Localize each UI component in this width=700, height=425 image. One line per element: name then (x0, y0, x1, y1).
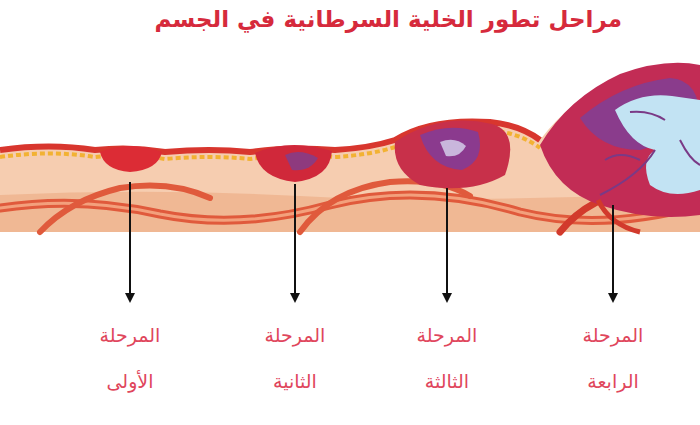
stage-label: المرحلة الثانية (247, 312, 343, 404)
stage-label: المرحلة الرابعة (565, 312, 661, 404)
stage-label: المرحلة الثالثة (399, 312, 495, 404)
diagram-title: مراحل تطور الخلية السرطانية في الجسم (155, 6, 622, 32)
stage-label: المرحلة الأولى (82, 312, 178, 404)
